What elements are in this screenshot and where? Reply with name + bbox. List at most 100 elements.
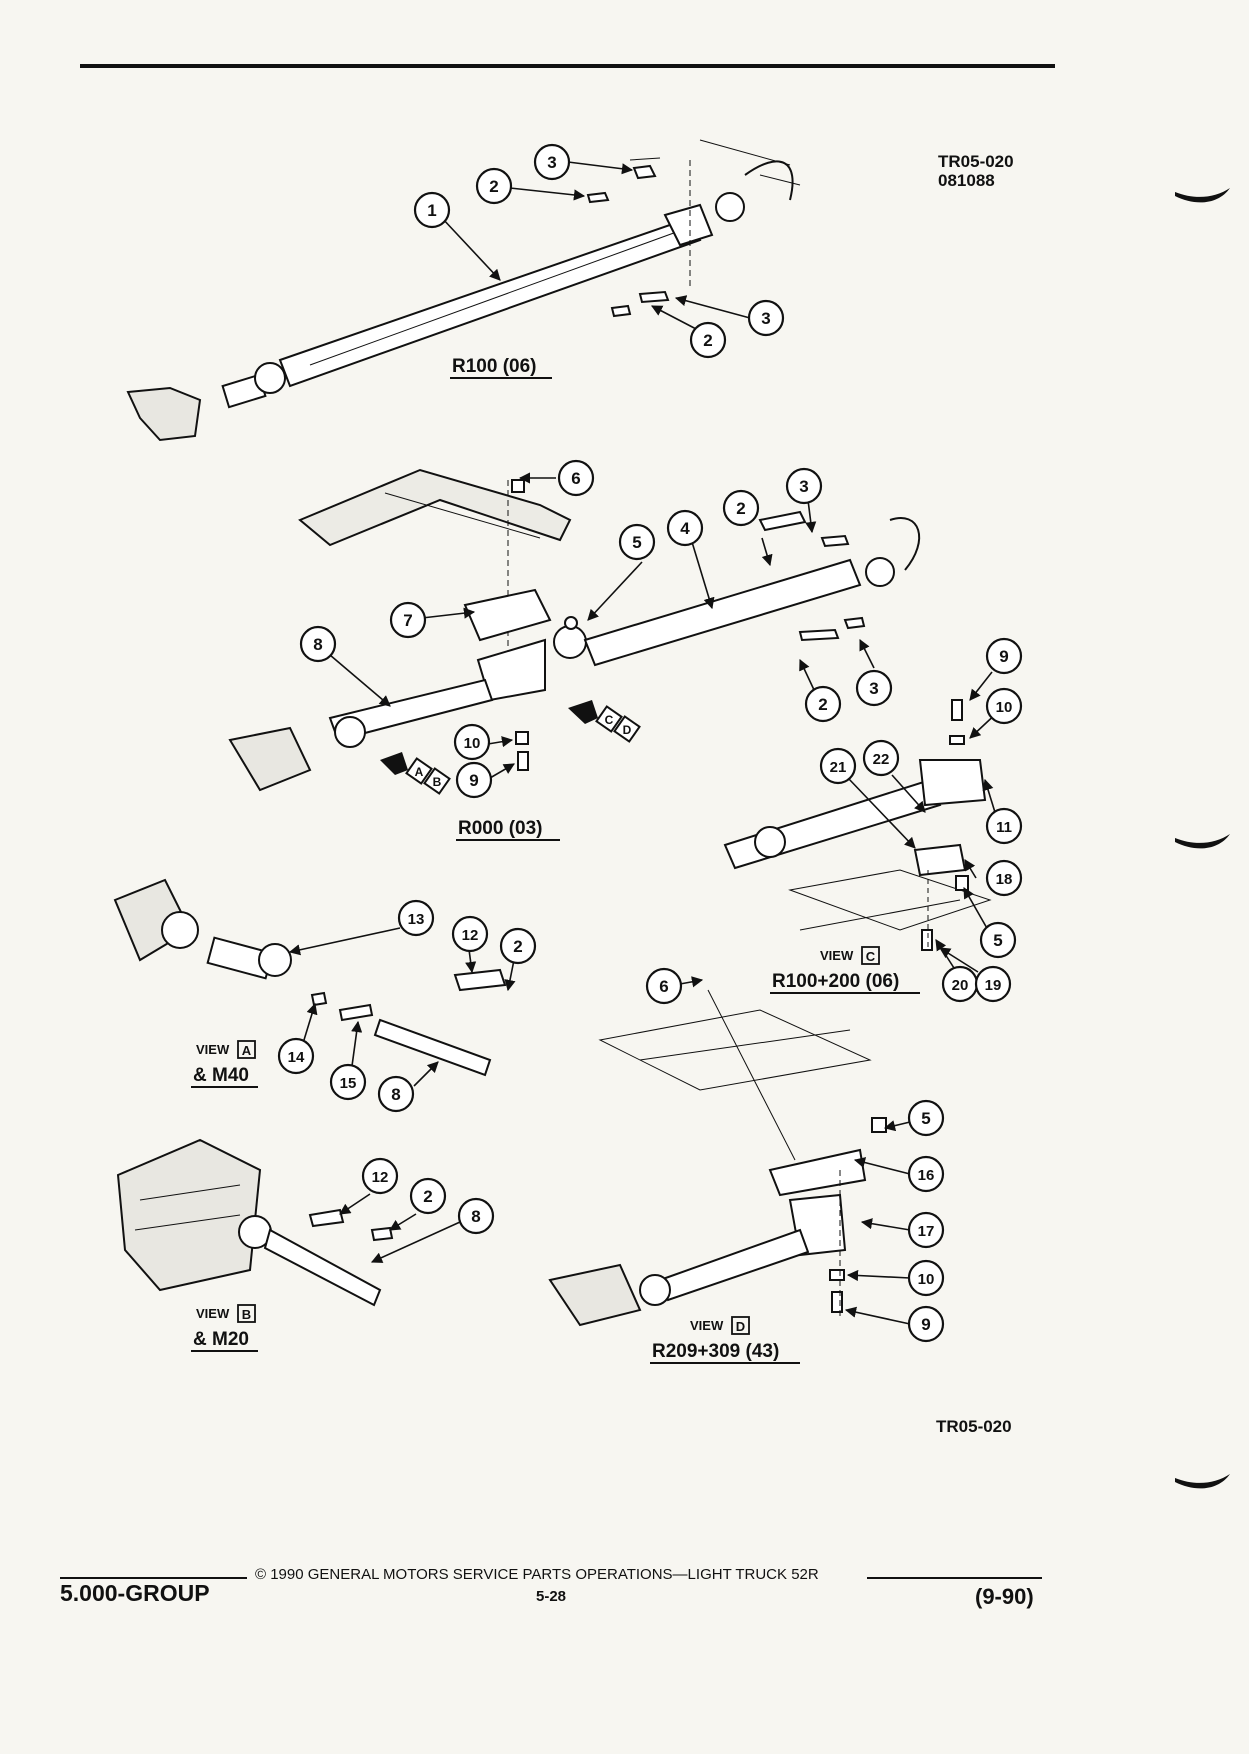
figure-code-bottom: TR05-020 — [936, 1417, 1012, 1436]
callout-6b-text: 6 — [659, 977, 668, 996]
arrow-letter-d: D — [623, 723, 632, 737]
top-rule — [80, 64, 1055, 68]
footer-rule-right — [867, 1577, 1042, 1579]
callout-4-text: 4 — [680, 519, 690, 538]
callout-7-text: 7 — [403, 611, 412, 630]
callout-4 — [666, 509, 704, 547]
callout-8b-text: 8 — [391, 1085, 400, 1104]
callout-numbers: 1 2 3 2 3 6 2 3 5 4 7 8 10 9 2 3 9 10 21… — [288, 153, 1013, 1334]
callout-3d-text: 3 — [869, 679, 878, 698]
callout-2b — [689, 321, 727, 359]
r100-label: R100 (06) — [452, 356, 537, 377]
callout-9b-text: 9 — [999, 647, 1008, 666]
callout-8c-text: 8 — [471, 1207, 480, 1226]
callout-18 — [985, 859, 1023, 897]
footer-rule-left — [60, 1577, 247, 1579]
r000-label: R000 (03) — [458, 818, 543, 839]
footer-page-number: 5-28 — [536, 1588, 567, 1605]
callout-16-text: 16 — [918, 1167, 935, 1184]
callout-9a-text: 9 — [469, 771, 478, 790]
callout-10c — [907, 1259, 945, 1297]
callout-6a-text: 6 — [571, 469, 580, 488]
callout-2e-text: 2 — [513, 937, 522, 956]
callout-19-text: 19 — [985, 977, 1002, 994]
figure-code-top: TR05-020 081088 — [938, 152, 1014, 190]
callout-3a — [533, 143, 571, 181]
view-c-letter: C — [866, 949, 876, 964]
callout-15 — [329, 1063, 367, 1101]
callout-10a — [453, 723, 491, 761]
view-b-model: & M20 — [193, 1329, 249, 1350]
callout-22 — [862, 739, 900, 777]
callout-6b — [645, 967, 683, 1005]
callout-3c — [785, 467, 823, 505]
callout-5b-text: 5 — [993, 931, 1002, 950]
callout-22-text: 22 — [873, 751, 890, 768]
callout-3d — [855, 669, 893, 707]
callout-14-text: 14 — [288, 1049, 305, 1066]
callout-3a-text: 3 — [547, 153, 556, 172]
r000-driveshaft-assembly — [228, 468, 921, 792]
view-c-model: R100+200 (06) — [772, 971, 899, 992]
callout-12b — [361, 1157, 399, 1195]
callout-2c — [722, 489, 760, 527]
callout-5c — [907, 1099, 945, 1137]
view-b-letter: B — [242, 1307, 251, 1322]
callout-10a-text: 10 — [464, 735, 481, 752]
callout-13 — [397, 899, 435, 937]
callout-5a-text: 5 — [632, 533, 641, 552]
callout-21 — [819, 747, 857, 785]
callout-5a — [618, 523, 656, 561]
callout-17 — [907, 1211, 945, 1249]
arrow-letter-a: A — [415, 765, 424, 779]
view-a-word: VIEW — [196, 1042, 230, 1057]
callout-2a — [475, 167, 513, 205]
callout-1 — [413, 191, 451, 229]
footer-date: (9-90) — [975, 1584, 1034, 1609]
callout-2d-text: 2 — [818, 695, 827, 714]
callout-20-text: 20 — [952, 977, 969, 994]
callout-11-text: 11 — [996, 819, 1012, 836]
callout-3b — [747, 299, 785, 337]
view-d-model: R209+309 (43) — [652, 1341, 779, 1362]
callout-18-text: 18 — [996, 871, 1013, 888]
callout-19 — [974, 965, 1012, 1003]
view-a-letter: A — [242, 1043, 252, 1058]
leader-lines — [288, 161, 1001, 1325]
date-code: 081088 — [938, 171, 995, 190]
view-b-word: VIEW — [196, 1306, 230, 1321]
view-d-bearing-assembly — [548, 989, 887, 1327]
callout-3c-text: 3 — [799, 477, 808, 496]
callout-12a-text: 12 — [462, 927, 479, 944]
arrow-letters: A B C D — [415, 713, 632, 789]
callout-14 — [277, 1037, 315, 1075]
callout-8b — [377, 1075, 415, 1113]
callout-13-text: 13 — [408, 911, 425, 928]
view-labels: R100 (06) R000 (03) VIEW A & M40 VIEW B … — [191, 356, 920, 1364]
callout-9c — [907, 1305, 945, 1343]
callout-5b — [979, 921, 1017, 959]
footer-group: 5.000-GROUP — [60, 1580, 210, 1606]
view-b-assembly — [116, 1138, 394, 1307]
view-c-bearing-assembly — [723, 699, 992, 951]
view-c-word: VIEW — [820, 948, 854, 963]
callout-8c — [457, 1197, 495, 1235]
view-d-letter: D — [736, 1319, 745, 1334]
callout-7 — [389, 601, 427, 639]
callout-9c-text: 9 — [921, 1315, 930, 1334]
callout-12a — [451, 915, 489, 953]
callout-2f-text: 2 — [423, 1187, 432, 1206]
view-d-word: VIEW — [690, 1318, 724, 1333]
callout-5c-text: 5 — [921, 1109, 930, 1128]
figure-code: TR05-020 — [938, 152, 1014, 171]
callout-10b-text: 10 — [996, 699, 1013, 716]
callout-16 — [907, 1155, 945, 1193]
arrow-letter-c: C — [605, 713, 614, 727]
callout-8a-text: 8 — [313, 635, 322, 654]
callout-17-text: 17 — [918, 1223, 935, 1240]
view-cd-arrow — [568, 700, 641, 743]
r100-driveshaft-assembly — [126, 139, 801, 442]
callout-2e — [499, 927, 537, 965]
callout-9a — [455, 761, 493, 799]
